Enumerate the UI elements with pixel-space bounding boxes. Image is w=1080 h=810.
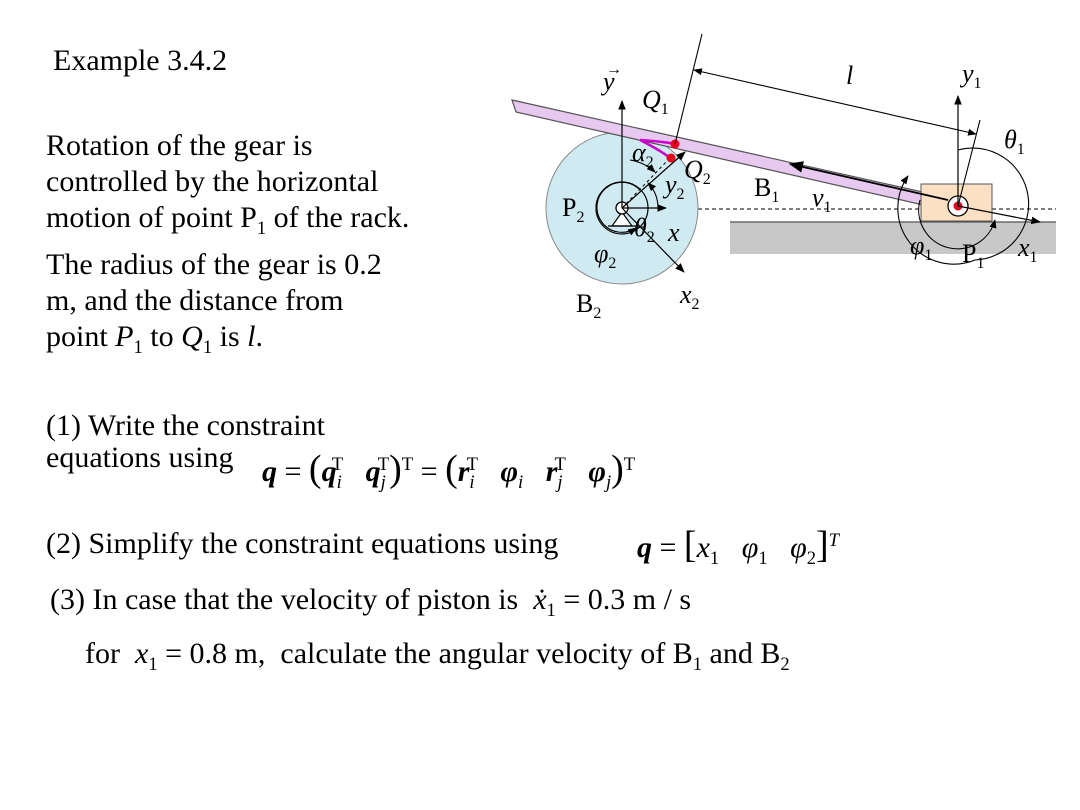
- label-Q1: Q1: [642, 85, 669, 118]
- gear-q2-dashed-line: [621, 159, 669, 209]
- gear-y2-axis: [621, 151, 686, 209]
- equation-2: q = [x1 φ1 φ2]T: [637, 524, 840, 569]
- ground-rect: [730, 222, 1056, 254]
- question-1-line-1: (1) Write the constraint: [46, 409, 325, 442]
- question-3: (3) In case that the velocity of piston …: [50, 583, 692, 621]
- label-phi1: φ1: [910, 231, 932, 264]
- velocity-arrow: [788, 161, 949, 201]
- theta1-arc: [897, 147, 1030, 265]
- phi1-arc: [918, 199, 997, 250]
- label-B1: B1: [754, 173, 779, 206]
- label-l: l: [846, 61, 853, 90]
- q1-extension-line: [674, 33, 703, 145]
- phi2-arc: [596, 181, 641, 236]
- label-y2: y2: [662, 170, 685, 203]
- label-B2: B2: [576, 289, 601, 322]
- label-theta2: θ2: [634, 213, 655, 246]
- label-alpha2: α2: [632, 138, 654, 171]
- label-phi2: φ2: [594, 239, 616, 272]
- alpha2-arc: [629, 159, 656, 173]
- label-y1: y1: [959, 59, 982, 92]
- question-3-line-2: for x1 = 0.8 m, calculate the angular ve…: [85, 637, 790, 675]
- label-x: x: [667, 218, 680, 247]
- problem-line-6: point P1 to Q1 is l.: [46, 320, 263, 358]
- gear-x2-axis: [621, 207, 685, 273]
- problem-line-2: controlled by the horizontal: [46, 165, 379, 198]
- label-y: y: [600, 67, 615, 96]
- question-1-line-2: equations using: [46, 441, 234, 474]
- label-x1: x1: [1017, 233, 1038, 266]
- q2-point: [666, 153, 676, 163]
- equation-1: q = (qiT qjT)T = (riT φi rjT φj)T: [262, 448, 636, 493]
- length-l-dimension: [693, 68, 977, 136]
- label-x2: x2: [679, 280, 700, 313]
- problem-statement: Rotation of the gear is controlled by th…: [46, 128, 409, 366]
- question-1: (1) Write the constraint equations using: [46, 410, 325, 474]
- question-2: (2) Simplify the constraint equations us…: [46, 527, 559, 560]
- example-title: Example 3.4.2: [53, 44, 228, 77]
- problem-line-5: m, and the distance from: [46, 284, 344, 317]
- problem-line-1: Rotation of the gear is: [46, 129, 313, 162]
- label-y-arrow: →: [606, 61, 622, 78]
- label-Q2: Q2: [684, 155, 711, 188]
- label-theta1: θ1: [1004, 125, 1025, 158]
- problem-line-4: The radius of the gear is 0.2: [46, 248, 382, 281]
- velocity-value: ẋ1 = 0.3 m / s: [533, 583, 692, 621]
- label-v1: v1: [812, 183, 832, 216]
- label-P1: P1: [962, 239, 984, 272]
- problem-line-3: motion of point P1 of the rack.: [46, 201, 410, 239]
- label-P2: P2: [562, 193, 584, 226]
- theta2-arc: [647, 182, 659, 209]
